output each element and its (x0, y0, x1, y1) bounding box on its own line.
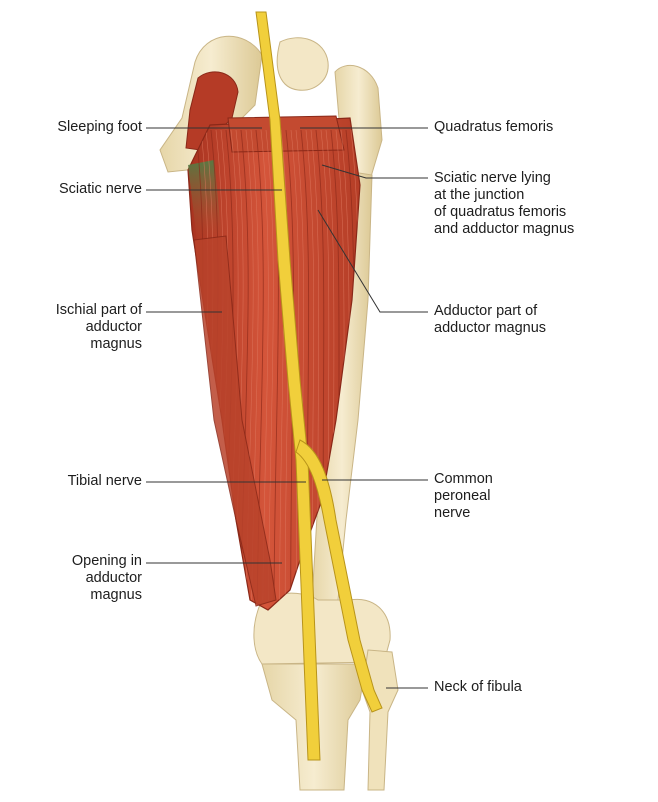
label-neck-fibula: Neck of fibula (434, 679, 522, 696)
label-sciatic-junction-line3: of quadratus femoris (434, 204, 574, 221)
label-opening-line2: adductor (72, 570, 142, 587)
label-sleeping-foot: Sleeping foot (57, 119, 142, 136)
label-tibial-nerve-text: Tibial nerve (68, 473, 142, 489)
label-sciatic-nerve-text: Sciatic nerve (59, 181, 142, 197)
label-sciatic-junction-line1: Sciatic nerve lying (434, 170, 574, 187)
label-ischial-part-line3: magnus (56, 336, 142, 353)
label-tibial-nerve: Tibial nerve (68, 473, 142, 490)
label-adductor-part-line2: adductor magnus (434, 320, 546, 337)
label-sciatic-junction-line2: at the junction (434, 187, 574, 204)
femoral-head-bone (277, 38, 328, 90)
label-sciatic-junction: Sciatic nerve lying at the junction of q… (434, 170, 574, 238)
label-common-peroneal-line1: Common (434, 471, 493, 488)
label-ischial-part: Ischial part of adductor magnus (56, 302, 142, 353)
label-common-peroneal-line3: nerve (434, 505, 493, 522)
label-sleeping-foot-text: Sleeping foot (57, 119, 142, 135)
label-sciatic-nerve: Sciatic nerve (59, 181, 142, 198)
label-adductor-part: Adductor part of adductor magnus (434, 303, 546, 337)
label-opening-line3: magnus (72, 587, 142, 604)
label-opening-line1: Opening in (72, 553, 142, 570)
label-ischial-part-line2: adductor (56, 319, 142, 336)
label-adductor-part-line1: Adductor part of (434, 303, 546, 320)
label-quadratus-femoris-text: Quadratus femoris (434, 119, 553, 135)
label-common-peroneal: Common peroneal nerve (434, 471, 493, 522)
label-neck-fibula-text: Neck of fibula (434, 679, 522, 695)
label-sciatic-junction-line4: and adductor magnus (434, 221, 574, 238)
label-ischial-part-line1: Ischial part of (56, 302, 142, 319)
label-quadratus-femoris: Quadratus femoris (434, 119, 553, 136)
label-common-peroneal-line2: peroneal (434, 488, 493, 505)
label-opening-adductor: Opening in adductor magnus (72, 553, 142, 604)
